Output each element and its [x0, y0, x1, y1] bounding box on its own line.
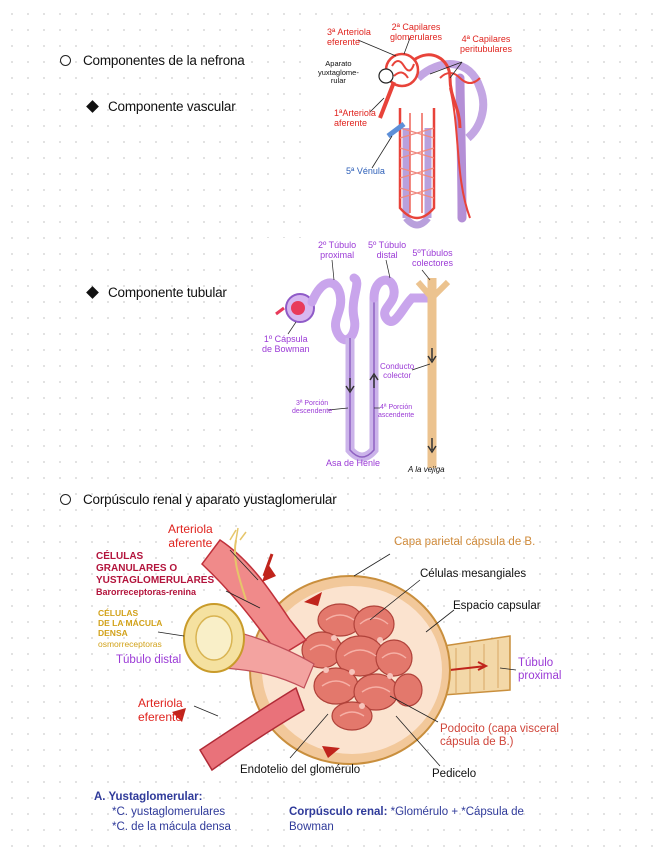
label-line: 2º Túbulo — [318, 240, 357, 250]
nephron-tubular-illustration — [262, 238, 470, 476]
label-line: glomerulares — [390, 32, 443, 43]
label-line: DENSA — [98, 628, 128, 639]
label-line: Podocito (capa visceral — [440, 723, 559, 735]
label-line: cápsula de B.) — [440, 736, 514, 749]
label-line: Arteriola — [138, 696, 183, 710]
label-celulas-granulares: CÉLULAS GRANULARES O YUSTAGLOMERULARES B… — [96, 551, 214, 598]
label-porcion-descendente: 3ª Porción descendente — [292, 400, 332, 416]
label-arteriola-eferente: 3ª Arteriola eferente — [327, 27, 371, 48]
label-line: 3ª Arteriola — [327, 27, 371, 37]
label-a-la-vejiga: A la vejiga — [408, 465, 445, 474]
label-tubulo-distal: 5º Túbulo distal — [368, 240, 406, 261]
label-arteriola-aferente: 1ªArteriola aferente — [334, 108, 376, 129]
footnote-yustaglomerular: A. Yustaglomerular: *C. yustaglomerulare… — [94, 790, 231, 835]
label-line: CÉLULAS — [98, 608, 139, 618]
label-line: descendente — [292, 408, 333, 416]
label-aparato-yuxtaglomerular: Aparato yuxtaglome- rular — [318, 59, 359, 86]
footnote-title: A. Yustaglomerular: — [94, 791, 203, 803]
label-capa-parietal: Capa parietal cápsula de B. — [394, 536, 536, 548]
label-line: CÉLULAS — [96, 551, 144, 562]
label-arteriola-aferente: Arteriola aferente — [168, 522, 213, 551]
footnote-item: *C. de la mácula densa — [112, 820, 231, 833]
label-espacio-capsular: Espacio capsular — [453, 600, 541, 612]
label-line: Aparato — [325, 59, 352, 68]
label-line: 4ª Capilares — [461, 34, 511, 44]
tubular-figure: 2º Túbulo proximal 5º Túbulo distal 5ºTú… — [262, 238, 470, 476]
label-tubulo-proximal: Túbulo proximal — [518, 657, 561, 683]
label-tubulos-colectores: 5ºTúbulos colectores — [412, 248, 453, 269]
footnote-text: Bowman — [289, 820, 334, 833]
label-line: Conducto — [380, 362, 415, 371]
label-line: DE LA MÁCULA — [98, 618, 163, 629]
footnote-title: Corpúsculo renal: — [289, 806, 388, 818]
heading-corpuscle: Corpúsculo renal y aparato yustaglomerul… — [83, 492, 337, 507]
label-capsula-bowman: 1º Cápsula de Bowman — [262, 334, 310, 355]
label-line: colectores — [412, 258, 454, 269]
label-line: Arteriola — [168, 522, 213, 536]
label-line: YUSTAGLOMERULARES — [96, 575, 215, 586]
label-line: Barorreceptoras-renina — [96, 587, 197, 597]
footnote-corpusculo: Corpúsculo renal: *Glomérulo + *Cápsula … — [289, 805, 524, 835]
hollow-circle-bullet — [60, 494, 71, 505]
label-line: proximal — [518, 670, 562, 683]
label-line: ascendente — [378, 412, 415, 420]
label-line: de Bowman — [262, 344, 310, 355]
label-line: 5º Túbulo — [368, 240, 407, 250]
label-line: Túbulo — [518, 657, 554, 669]
label-pedicelo: Pedicelo — [432, 768, 477, 780]
label-line: 3ª Porción — [295, 400, 329, 407]
label-line: 4ª Porción — [380, 404, 413, 411]
hollow-circle-bullet — [60, 55, 71, 66]
label-porcion-ascendente: 4ª Porción ascendente — [378, 404, 414, 420]
label-line: eferente — [138, 709, 183, 724]
heading-nephron-components: Componentes de la nefrona — [83, 53, 245, 68]
label-tubulo-distal: Túbulo distal — [116, 654, 182, 666]
vascular-figure: 3ª Arteriola eferente 2ª Capilares glome… — [310, 18, 512, 240]
label-asa-henle: Asa de Henle — [326, 458, 381, 468]
label-line: distal — [376, 250, 398, 261]
label-line: GRANULARES O — [96, 563, 178, 574]
label-line: yuxtaglome- — [318, 67, 359, 77]
nephron-vascular-illustration — [310, 18, 510, 240]
corpuscle-figure — [90, 520, 590, 788]
label-line: colector — [383, 371, 412, 381]
label-venula: 5ª Vénula — [346, 166, 385, 176]
heading-tubular-component: Componente tubular — [108, 285, 227, 300]
label-line: 1ªArteriola — [334, 108, 376, 118]
label-conducto-colector: Conducto colector — [380, 362, 414, 380]
label-line: aferente — [334, 118, 368, 129]
label-arteriola-eferente: Arteriola eferente — [138, 696, 183, 725]
label-line: eferente — [327, 37, 361, 48]
label-line: 1º Cápsula — [263, 334, 308, 344]
label-capilares-peritubulares: 4ª Capilares peritubulares — [460, 34, 512, 55]
label-line: rular — [330, 76, 346, 86]
label-endotelio: Endotelio del glomérulo — [240, 764, 361, 776]
label-line: proximal — [320, 250, 355, 261]
heading-vascular-component: Componente vascular — [108, 99, 236, 114]
label-line: 5ºTúbulos — [412, 248, 453, 258]
label-capilares-glomerulares: 2ª Capilares glomerulares — [390, 22, 442, 43]
label-celulas-mesangiales: Células mesangiales — [420, 568, 527, 580]
label-line: 2ª Capilares — [391, 22, 441, 32]
label-tubulo-proximal: 2º Túbulo proximal — [318, 240, 356, 261]
label-line: aferente — [168, 535, 213, 550]
label-line: osmorreceptoras — [98, 638, 162, 649]
label-line: peritubulares — [460, 44, 513, 55]
renal-corpuscle-illustration — [157, 527, 517, 772]
label-podocito: Podocito (capa visceral cápsula de B.) — [440, 723, 559, 749]
footnote-item: *C. yustaglomerulares — [112, 805, 226, 818]
footnote-text: *Glomérulo + *Cápsula de — [387, 806, 524, 818]
label-macula-densa: CÉLULAS DE LA MÁCULA DENSA osmorreceptor… — [98, 608, 162, 649]
